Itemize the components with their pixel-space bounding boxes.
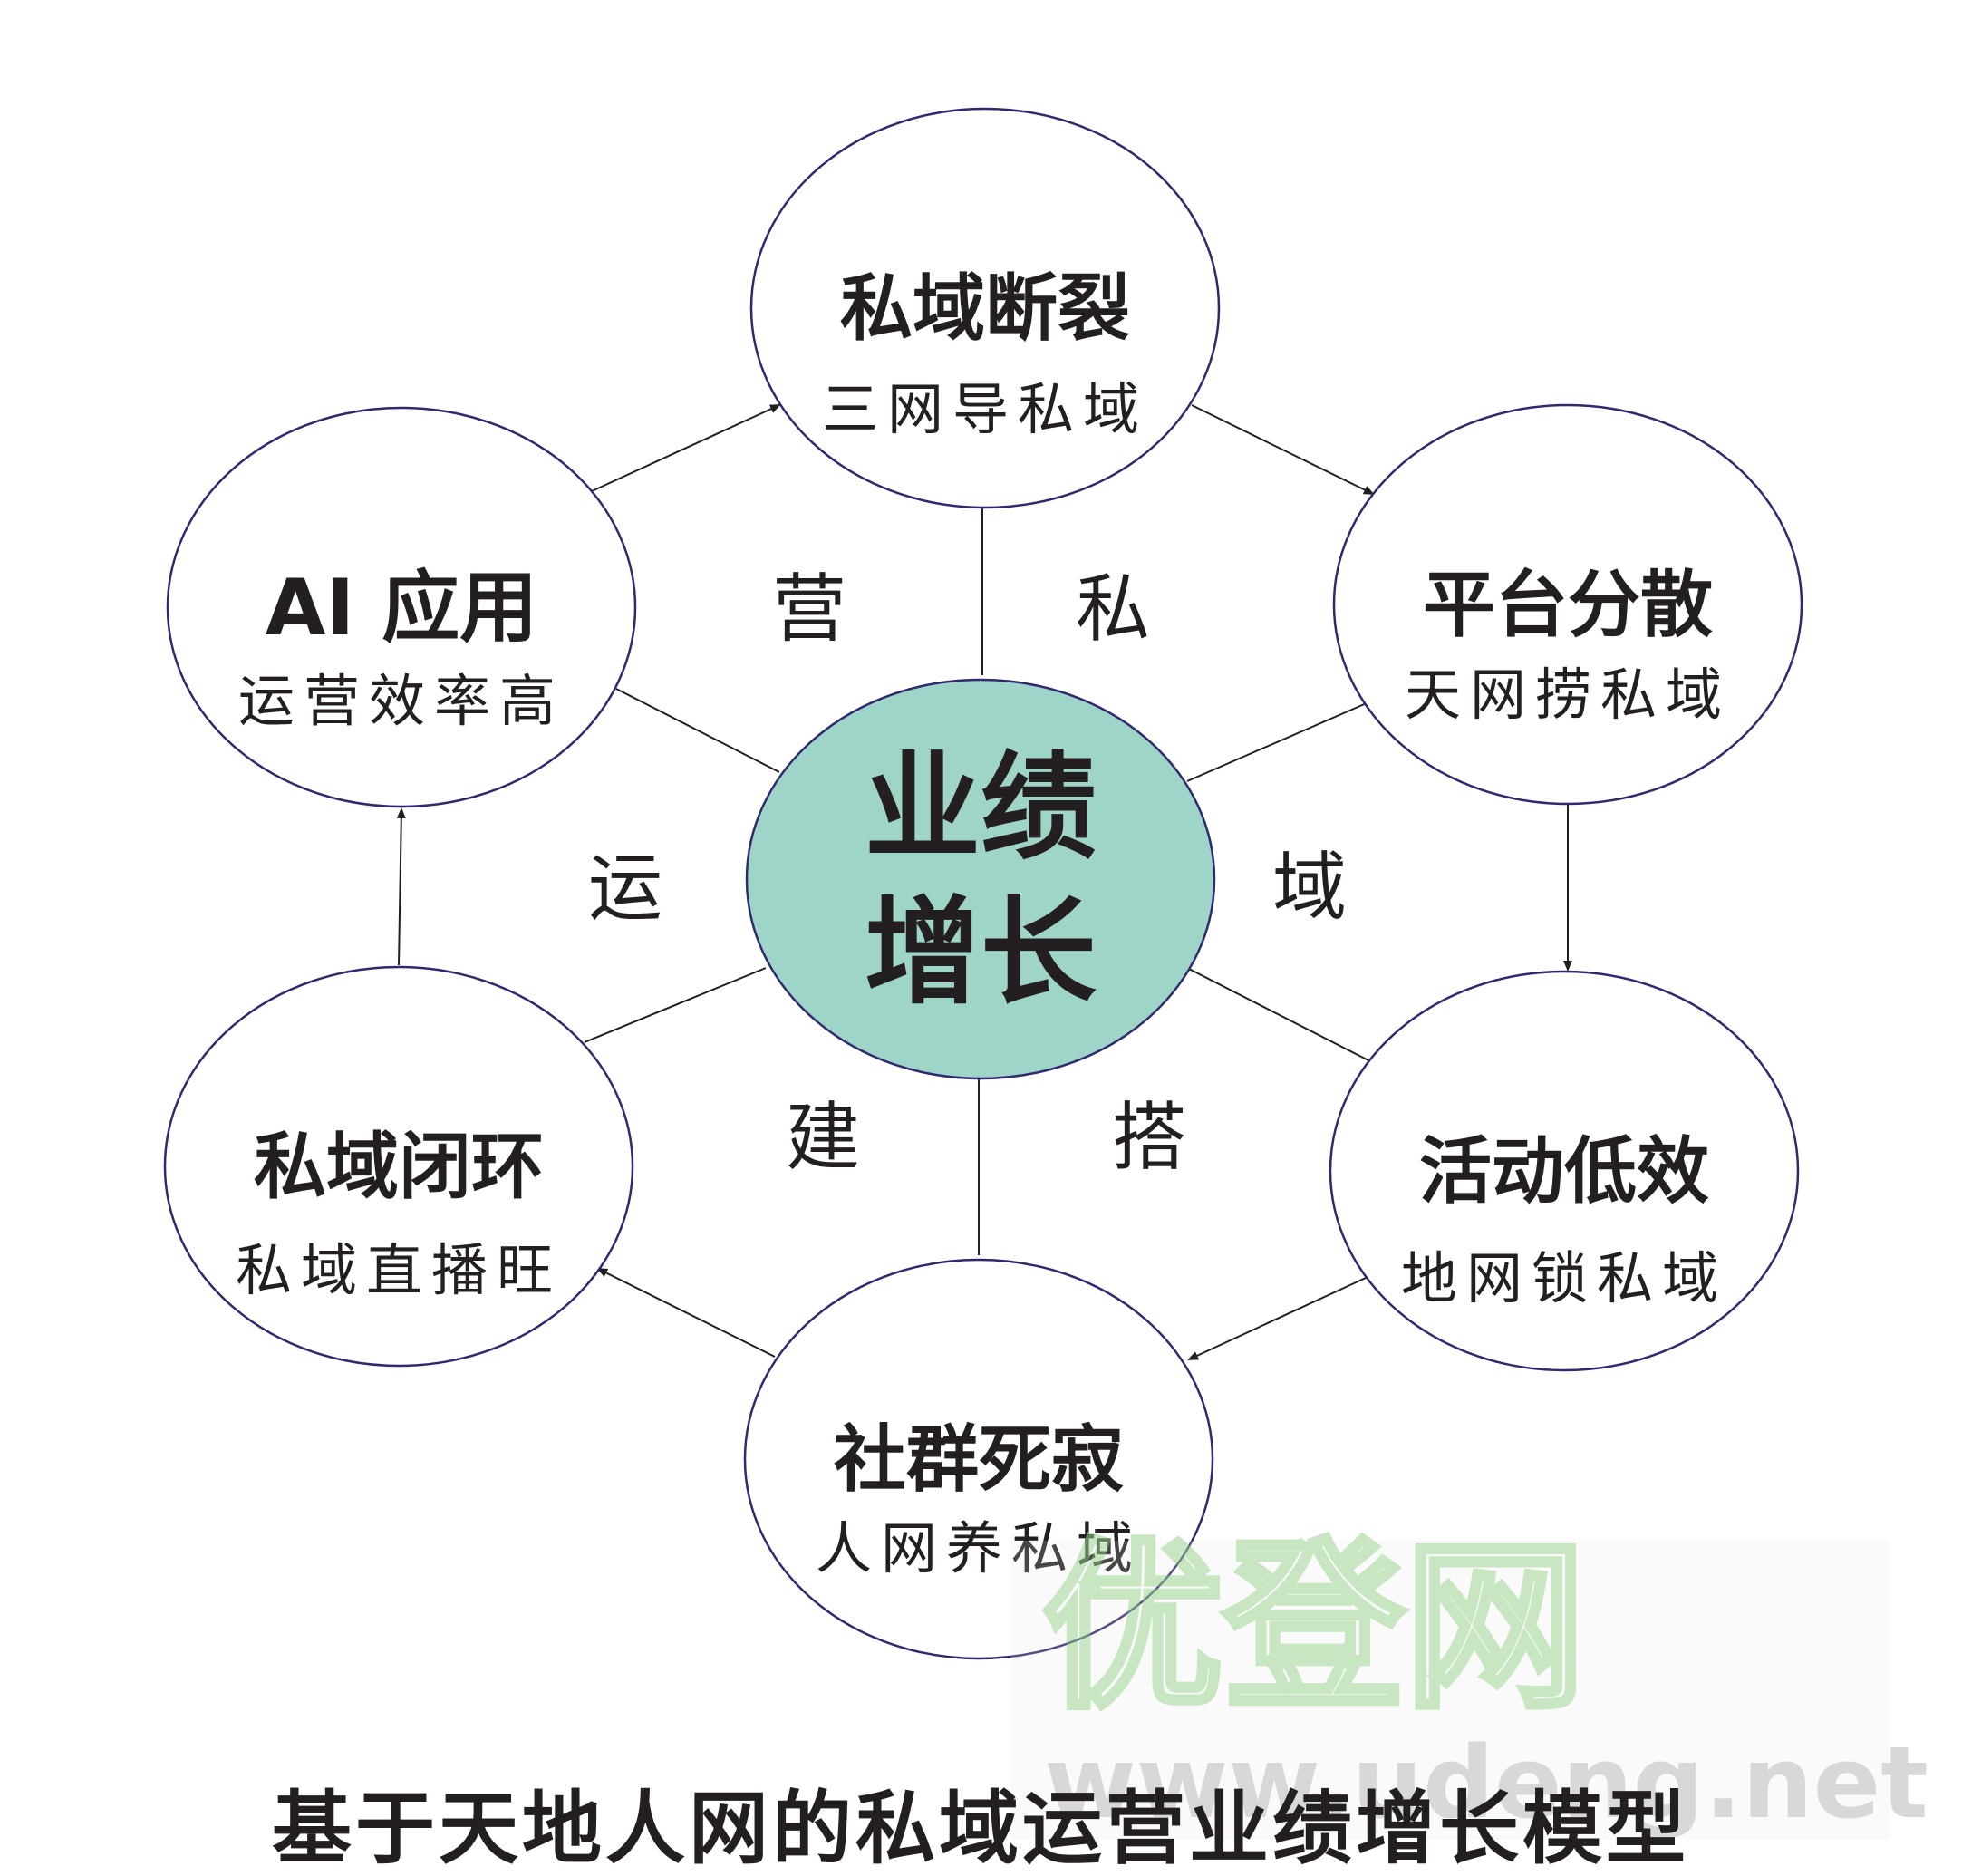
node-subtitle: 运营效率高 [238,668,565,734]
node-subtitle: 三网导私域 [822,376,1148,442]
arrow-bottom-to-bottom-left [596,1268,776,1358]
watermark: 优登网 www.udeng.net [1010,1520,1928,1841]
node-circle [743,1258,1214,1660]
spoke-top-right [1186,701,1369,782]
node-top-right: 平台分散 天网捞私域 [1332,403,1803,806]
node-top-left: AI 应用 运营效率高 [166,406,637,808]
watermark-backdrop [1010,1541,1890,1840]
node-circle [1332,403,1803,806]
node-title: 活动低效 [1419,1129,1709,1214]
arrow-top-left-to-top [591,404,781,492]
ring-char: 建 [786,1095,860,1181]
watermark-brand: 优登网 [1042,1523,1586,1734]
node-title: 平台分散 [1423,563,1713,647]
ring-char: 运 [588,846,662,932]
node-title: 私域闭环 [254,1125,544,1209]
ring-labels: 私 域 搭 建 运 营 [588,566,1347,1181]
ring-char: 私 [1076,566,1150,653]
center-label-line1: 业绩 [865,740,1097,875]
node-subtitle: 私域直播旺 [236,1237,562,1303]
spoke-bottom-left [584,967,767,1043]
node-subtitle: 人网养私域 [816,1515,1142,1581]
node-bottom-left: 私域闭环 私域直播旺 [163,965,634,1368]
center-circle [745,678,1216,1080]
node-circle [1329,970,1800,1372]
node-bottom-right: 活动低效 地网锁私域 [1329,970,1800,1372]
diagram-caption: 基于天地人网的私域运营业绩增长模型 [272,1782,1689,1875]
arrow-bottom-left-to-top-left [396,807,406,966]
node-circle [163,965,634,1368]
spoke-bottom-right [1186,967,1369,1061]
spoke-top-left [615,688,780,773]
ring-char: 营 [772,566,846,653]
node-title: AI 应用 [266,563,538,653]
ring-char: 搭 [1112,1095,1186,1181]
node-subtitle: 地网锁私域 [1401,1245,1727,1311]
center-label-line2: 增长 [865,885,1097,1020]
arrow-top-to-top-right [1191,404,1375,495]
spokes [584,508,1369,1255]
ring-char: 域 [1272,845,1347,931]
node-top: 私域断裂 三网导私域 [749,107,1221,509]
center-node: 业绩 增长 [745,678,1216,1080]
watermark-url: www.udeng.net [1044,1725,1928,1841]
arrow-bottom-right-to-bottom [1187,1277,1367,1360]
node-subtitle: 天网捞私域 [1405,662,1731,728]
cycle-arrows [396,404,1572,1360]
node-circle [749,107,1221,509]
node-title: 社群死寂 [834,1417,1124,1502]
node-circle [166,406,637,808]
node-bottom: 社群死寂 人网养私域 [743,1258,1214,1660]
node-title: 私域断裂 [840,266,1130,351]
